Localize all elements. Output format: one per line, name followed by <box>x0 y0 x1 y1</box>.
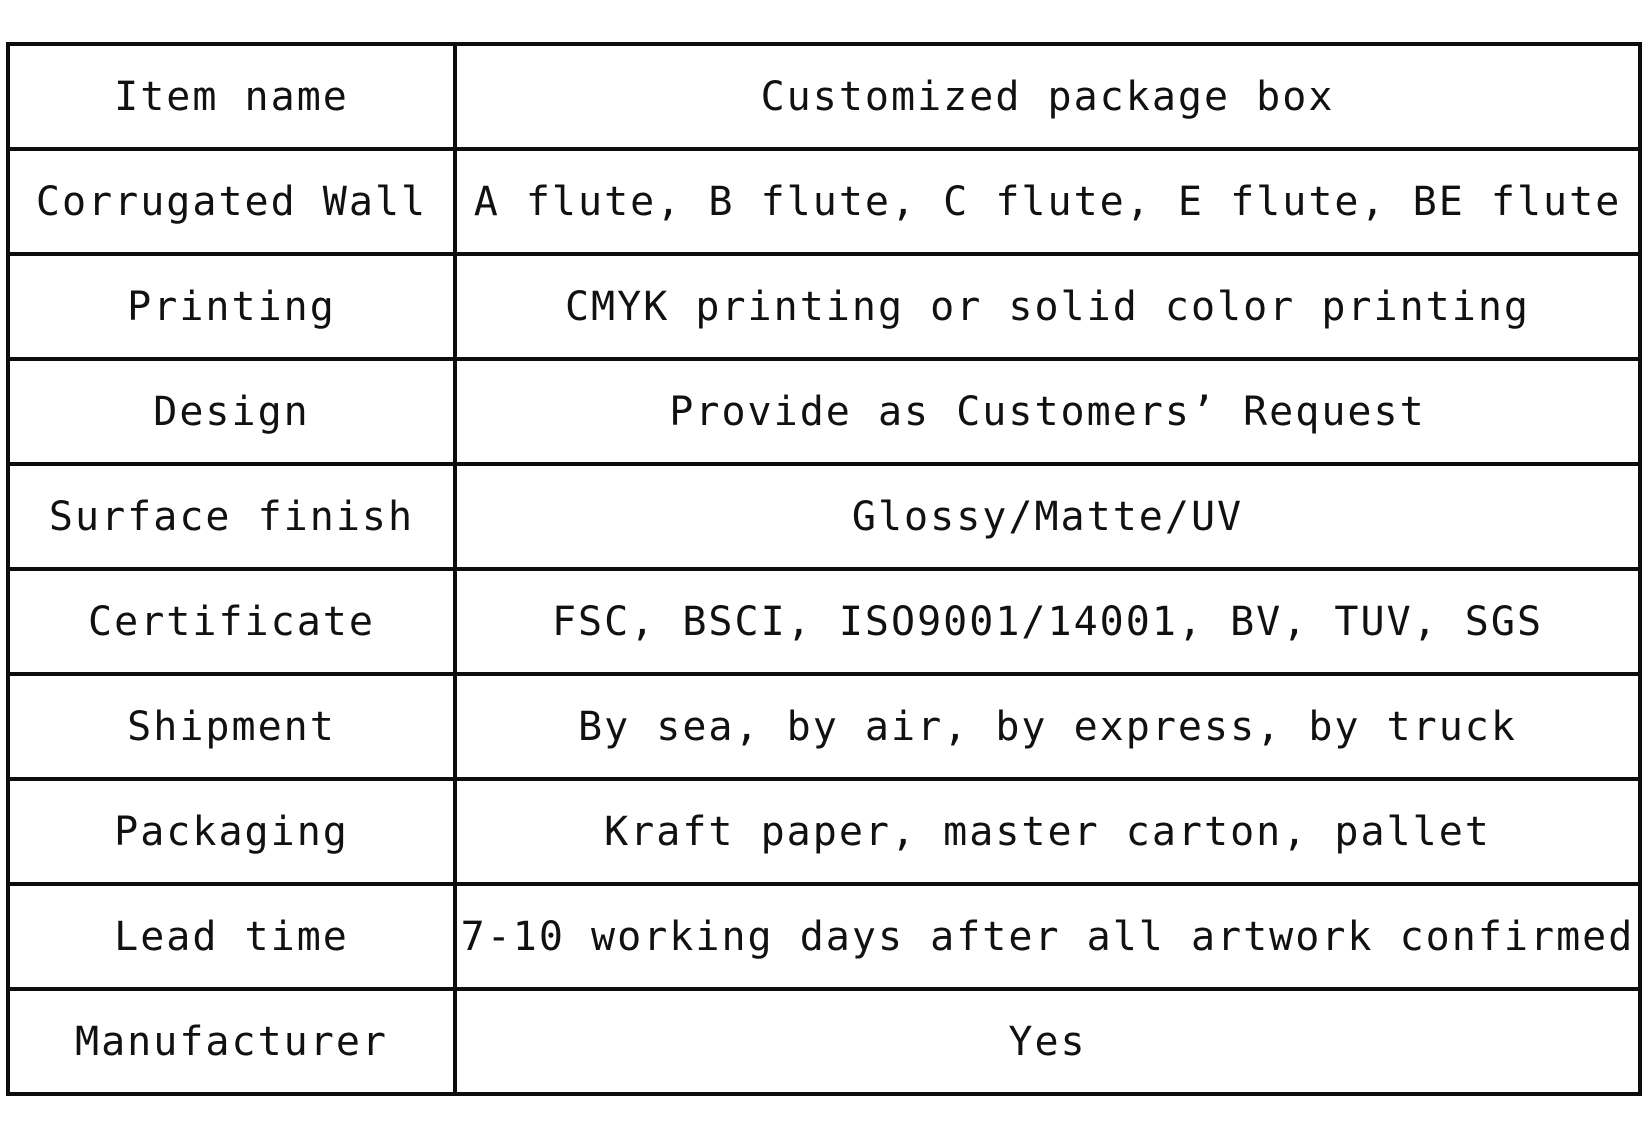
row-value: FSC, BSCI, ISO9001/14001, BV, TUV, SGS <box>453 567 1642 676</box>
spec-table: Item name Customized package box Corruga… <box>6 42 1642 1096</box>
table-row: Item name Customized package box <box>6 42 1642 151</box>
row-label: Lead time <box>6 882 457 991</box>
row-value: Glossy/Matte/UV <box>453 462 1642 571</box>
row-label: Manufacturer <box>6 987 457 1096</box>
row-value: 7-10 working days after all artwork conf… <box>453 882 1642 991</box>
row-value: By sea, by air, by express, by truck <box>453 672 1642 781</box>
table-row: Lead time 7-10 working days after all ar… <box>6 882 1642 991</box>
row-label: Design <box>6 357 457 466</box>
row-value: Kraft paper, master carton, pallet <box>453 777 1642 886</box>
row-label: Printing <box>6 252 457 361</box>
row-label: Surface finish <box>6 462 457 571</box>
row-value: Provide as Customers’ Request <box>453 357 1642 466</box>
table-row: Shipment By sea, by air, by express, by … <box>6 672 1642 781</box>
table-row: Packaging Kraft paper, master carton, pa… <box>6 777 1642 886</box>
table-row: Design Provide as Customers’ Request <box>6 357 1642 466</box>
row-value: CMYK printing or solid color printing <box>453 252 1642 361</box>
row-label: Item name <box>6 42 457 151</box>
row-label: Corrugated Wall <box>6 147 457 256</box>
row-label: Shipment <box>6 672 457 781</box>
row-value: Yes <box>453 987 1642 1096</box>
row-value: Customized package box <box>453 42 1642 151</box>
table-row: Certificate FSC, BSCI, ISO9001/14001, BV… <box>6 567 1642 676</box>
table-row: Surface finish Glossy/Matte/UV <box>6 462 1642 571</box>
table-row: Manufacturer Yes <box>6 987 1642 1096</box>
table-row: Printing CMYK printing or solid color pr… <box>6 252 1642 361</box>
table-row: Corrugated Wall A flute, B flute, C flut… <box>6 147 1642 256</box>
row-label: Packaging <box>6 777 457 886</box>
row-label: Certificate <box>6 567 457 676</box>
row-value: A flute, B flute, C flute, E flute, BE f… <box>453 147 1642 256</box>
